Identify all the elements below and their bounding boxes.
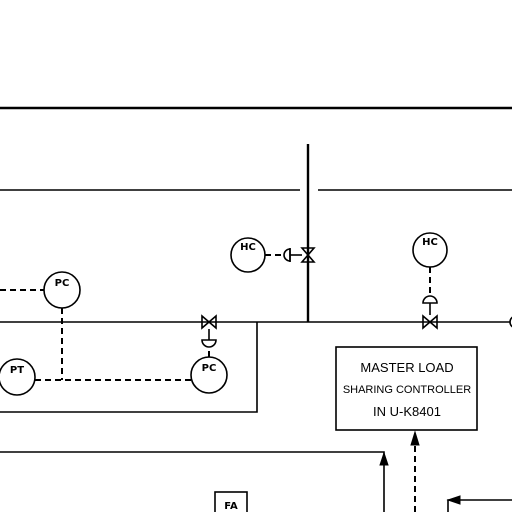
master-load-controller-box xyxy=(335,346,478,431)
pc-lower-label: PC xyxy=(202,363,217,374)
pc-lower-valve xyxy=(201,314,217,330)
arrow-left-bottom xyxy=(446,495,461,505)
bottom-left-line xyxy=(0,451,385,512)
pc-upper-label: PC xyxy=(55,278,70,289)
controller-line3: IN U-K8401 xyxy=(373,404,441,419)
hc-right-valve xyxy=(422,314,438,330)
fa-label: FA xyxy=(224,501,238,512)
vertical-valve xyxy=(300,247,316,263)
inner-process-box xyxy=(0,322,258,413)
hc-right-label: HC xyxy=(422,237,438,248)
controller-line2: SHARING CONTROLLER xyxy=(343,384,471,396)
pc-lower-actuator xyxy=(201,339,217,348)
hc-left-actuator xyxy=(283,248,291,262)
hc-left-label: HC xyxy=(240,242,256,253)
controller-line1: MASTER LOAD xyxy=(360,360,453,375)
hc-right-actuator xyxy=(422,295,438,304)
fa-box xyxy=(214,491,248,512)
arrow-up-controller xyxy=(410,430,420,446)
pt-bubble xyxy=(0,358,36,396)
pt-label: PT xyxy=(10,365,24,376)
arrow-up-left xyxy=(379,451,389,466)
